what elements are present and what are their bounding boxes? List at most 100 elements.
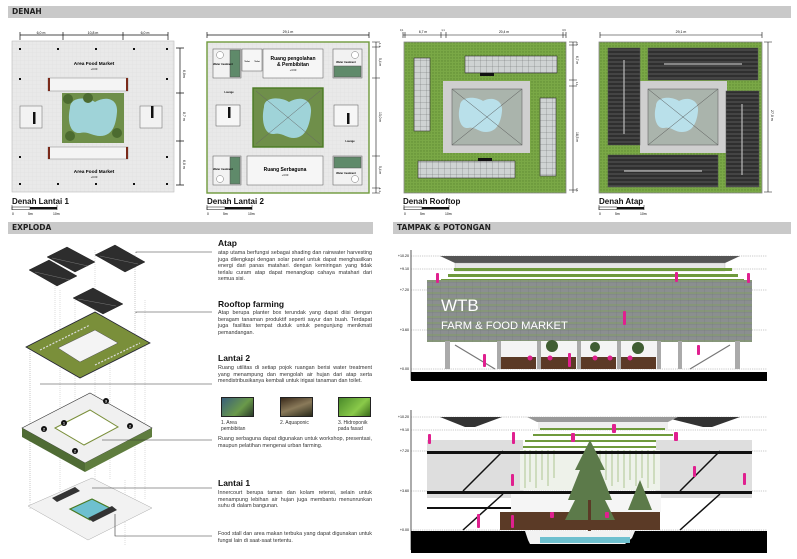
scale-label: 0 — [599, 212, 601, 216]
room-label: Area Food Market — [74, 169, 115, 175]
plan-caption-atap: Denah Atap — [599, 197, 644, 206]
level-label: +9.10 — [400, 428, 409, 432]
scale-label: 5m — [28, 212, 33, 216]
signage-title: WTB — [441, 296, 479, 315]
dim-label: 0,1 — [400, 29, 404, 32]
scale-label: 5m — [420, 212, 425, 216]
room-label: & Pembibitan — [277, 62, 309, 68]
marker-label: 1 — [63, 422, 65, 426]
exploda-title-lantai-1: Lantai 1 — [218, 478, 251, 488]
room-label: Toilet — [254, 60, 260, 63]
scale-label: 10m — [640, 212, 647, 216]
level-label: +7.20 — [400, 288, 409, 292]
photo-aquaponic — [280, 397, 313, 417]
dim-label: 0,5 — [575, 188, 578, 192]
room-label: Area Food Market — [74, 61, 115, 67]
level-label: +0.00 — [400, 528, 409, 532]
room-label: Water treatment — [336, 171, 356, 175]
room-label: Lounge — [224, 90, 234, 94]
scale-label: 5m — [223, 212, 228, 216]
room-level: +0.00 — [91, 175, 98, 179]
marker-label: 2 — [43, 428, 45, 432]
exploda-title-rooftop: Rooftop farming — [218, 299, 285, 309]
dim-label: 29,1 m — [676, 30, 687, 34]
dim-label: 1,1 — [441, 29, 445, 32]
room-level: +3.60 — [290, 68, 297, 72]
dim-label: 13,0 m — [378, 112, 382, 122]
room-label: Water treatment — [336, 60, 356, 64]
photo-area-pembibitan — [221, 397, 254, 417]
section-header-exploda: EXPLODA — [8, 222, 373, 234]
room-level: +3.60 — [282, 173, 289, 177]
level-label: +10.20 — [398, 415, 409, 419]
exploda-text-lantai-2: Ruang utilitas di setiap pojok ruangan b… — [218, 365, 372, 385]
dim-label: 1,1 — [378, 188, 382, 193]
exploda-text-lantai-1: Innercourt berupa taman dan kolam retens… — [218, 490, 372, 510]
dim-label: 27,0 m — [770, 110, 774, 121]
dim-label: 8,7 m — [182, 112, 186, 121]
scale-bars: 0 5m 10m 0 5m 10m 0 5m 10m 0 5m 10m — [11, 205, 647, 216]
exploded-axonometric: 1 3 2 2 2 — [21, 244, 212, 545]
exploda-text-atap: atap utama berfungsi sebagai shading dan… — [218, 250, 372, 283]
level-label: +10.20 — [398, 254, 409, 258]
marker-label: 3 — [105, 400, 107, 404]
room-label: Water treatment — [213, 62, 233, 66]
exploda-text-food-stall: Food stall dan area makan terbuka yang d… — [218, 531, 372, 544]
dim-label: 10,8 m — [88, 31, 99, 35]
dim-label: 18,5 m — [575, 132, 579, 142]
dim-label: 1,1 — [575, 82, 578, 86]
dim-label: 29,1 m — [283, 30, 294, 34]
scale-label: 0 — [207, 212, 209, 216]
section-header-denah: DENAH — [8, 6, 791, 18]
dim-label: 20,4 m — [499, 30, 509, 34]
dim-label: 6,7 m — [575, 56, 579, 64]
section-drawing: +10.20 +9.10 +7.20 +3.60 +0.00 — [398, 410, 767, 553]
room-label: Ruang pengolahan — [271, 56, 316, 62]
level-label: +3.60 — [400, 489, 409, 493]
plan-lantai-1: 6,0 m 10,8 m 6,0 m 6,0m 8,7 m 6,0 m Area… — [11, 31, 186, 193]
dim-label: 6,0 m — [37, 31, 46, 35]
plan-atap: 29,1 m 27,0 m — [598, 30, 774, 194]
scale-label: 10m — [445, 212, 452, 216]
dim-label: 5,4 m — [378, 58, 382, 66]
room-label: Water treatment — [213, 167, 233, 171]
level-label: +0.00 — [400, 367, 409, 371]
dim-label: 6,0m — [182, 70, 186, 78]
dim-label: 0,6 — [562, 29, 566, 32]
scale-label: 0 — [404, 212, 406, 216]
scale-label: 5m — [615, 212, 620, 216]
room-label: Ruang Serbaguna — [264, 167, 307, 173]
photo-caption: 3. Hidroponik pada fasad — [338, 420, 368, 432]
dim-label: 1,1 — [378, 43, 382, 48]
scale-label: 10m — [248, 212, 255, 216]
room-label: Lounge — [345, 139, 355, 143]
dim-label: 6,0 m — [182, 160, 186, 169]
room-label: Toilet — [244, 60, 250, 63]
exploda-text-lantai-2-serbaguna: Ruang serbaguna dapat digunakan untuk wo… — [218, 436, 372, 449]
elevation-drawing: +10.20 +9.10 +7.20 +3.60 +0.00 WTB — [398, 250, 767, 381]
plan-caption-lantai-2: Denah Lantai 2 — [207, 197, 264, 206]
photo-caption: 1. Area pembibitan — [221, 420, 246, 432]
plan-caption-rooftop: Denah Rooftop — [403, 197, 461, 206]
dim-label: 0,5 — [575, 42, 578, 46]
dim-label: 5,4 m — [378, 166, 382, 174]
plan-caption-lantai-1: Denah Lantai 1 — [12, 197, 69, 206]
level-label: +9.10 — [400, 267, 409, 271]
plan-rooftop: 0,1 6,7 m 1,1 20,4 m 0,6 0,5 6,7 m 1,1 1… — [400, 29, 579, 194]
scale-label: 0 — [12, 212, 14, 216]
exploda-title-lantai-2: Lantai 2 — [218, 353, 251, 363]
section-header-tampak-potongan: TAMPAK & POTONGAN — [393, 222, 791, 234]
level-label: +7.20 — [400, 449, 409, 453]
dim-label: 6,7 m — [419, 30, 427, 34]
marker-label: 2 — [129, 425, 131, 429]
photo-hidroponik — [338, 397, 371, 417]
signage-subtitle: FARM & FOOD MARKET — [441, 320, 568, 332]
exploda-title-atap: Atap — [218, 238, 237, 248]
scale-label: 10m — [53, 212, 60, 216]
photo-caption: 2. Aquaponic — [280, 420, 309, 426]
dim-label: 6,0 m — [141, 31, 150, 35]
level-label: +3.60 — [400, 328, 409, 332]
marker-label: 2 — [74, 450, 76, 454]
